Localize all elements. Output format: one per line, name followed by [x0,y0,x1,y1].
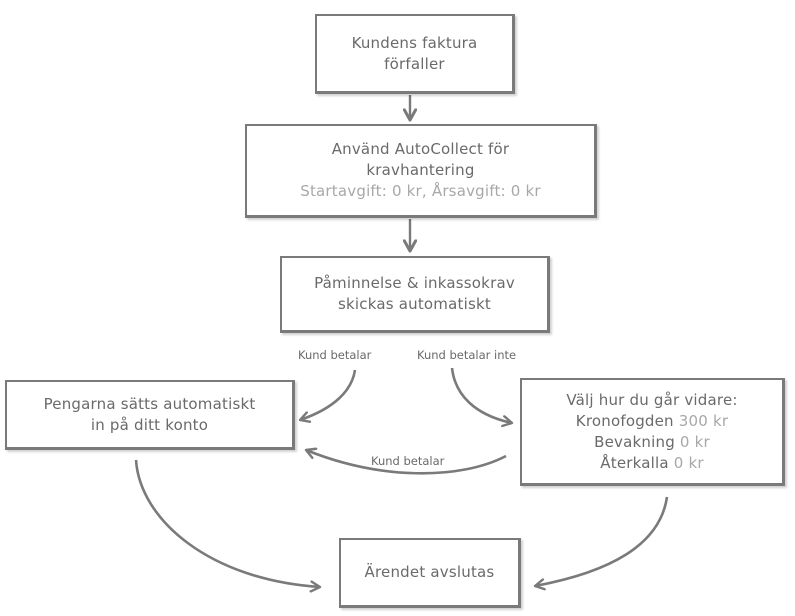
arrow-reminder-to-choose [450,367,512,423]
option-kronofogden-name: Kronofogden [575,411,674,430]
invoice-due-line-1: Kundens faktura [351,33,478,52]
option-bevakning-name: Bevakning [594,432,675,451]
option-aterkalla: Återkalla 0 kr [600,453,703,474]
option-aterkalla-name: Återkalla [600,453,669,472]
node-autocollect: Använd AutoCollect för kravhantering Sta… [245,124,597,218]
node-reminder: Påminnelse & inkassokrav skickas automat… [280,256,550,333]
arrow-choose-to-money [306,450,507,475]
edge-label-customer-pays: Kund betalar [298,348,372,362]
autocollect-line-1: Använd AutoCollect för [331,140,510,158]
autocollect-line-2: kravhantering [366,161,475,179]
option-aterkalla-price: 0 kr [673,453,704,472]
case-closed-label: Ärendet avslutas [364,563,495,581]
reminder-line-2: skickas automatiskt [338,295,491,313]
arrow-choose-to-closed [535,496,669,586]
money-deposited-line-2: in på ditt konto [90,415,209,434]
autocollect-fees: Startavgift: 0 kr, Årsavgift: 0 kr [300,182,541,200]
money-deposited-line-1: Pengarna sätts automatiskt [43,394,256,413]
node-case-closed: Ärendet avslutas [339,538,521,608]
arrow-money-to-closed [134,459,320,587]
node-invoice-due: Kundens faktura förfaller [315,14,515,94]
option-bevakning: Bevakning 0 kr [594,432,710,453]
reminder-line-1: Påminnelse & inkassokrav [314,274,515,292]
node-choose-next: Välj hur du går vidare: Kronofogden 300 … [520,378,785,486]
edge-label-customer-does-not-pay: Kund betalar inte [417,348,517,362]
arrow-reminder-to-money [300,369,357,420]
option-kronofogden-price: 300 kr [678,411,729,430]
choose-next-heading: Välj hur du går vidare: [566,390,738,409]
option-bevakning-price: 0 kr [679,432,710,451]
node-money-deposited: Pengarna sätts automatiskt in på ditt ko… [5,380,295,450]
option-kronofogden: Kronofogden 300 kr [576,411,728,432]
edge-label-customer-pays-later: Kund betalar [371,454,445,468]
invoice-due-line-2: förfaller [384,54,445,73]
